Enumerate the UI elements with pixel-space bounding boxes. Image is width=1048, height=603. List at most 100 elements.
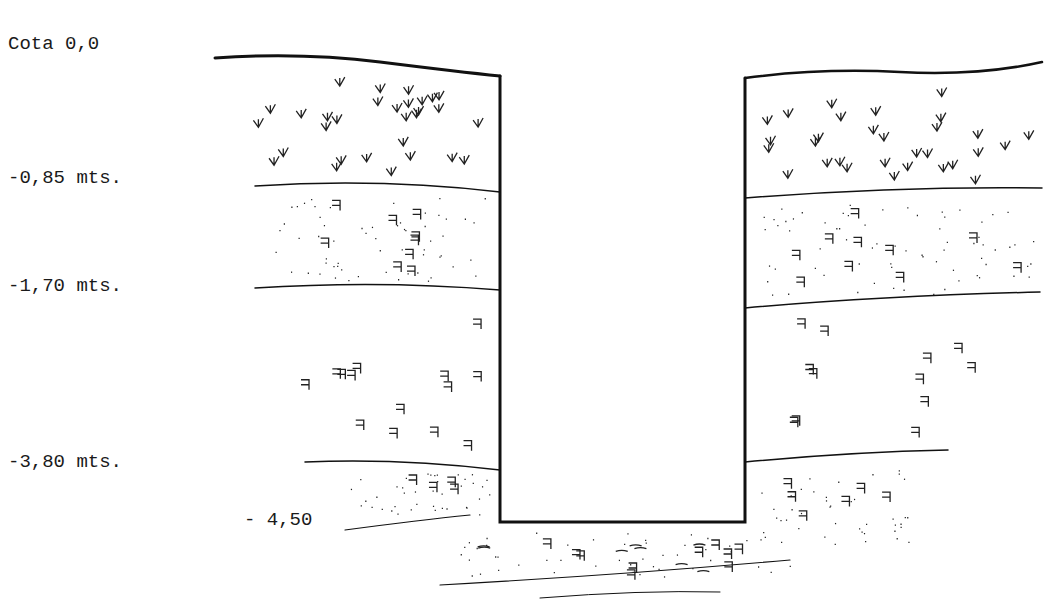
soil-mark bbox=[969, 233, 977, 243]
soil-mark bbox=[942, 212, 943, 213]
soil-mark bbox=[469, 560, 470, 561]
soil-mark bbox=[992, 214, 993, 215]
soil-mark bbox=[402, 249, 403, 250]
soil-mark bbox=[437, 481, 438, 482]
soil-mark bbox=[835, 523, 836, 524]
soil-mark bbox=[783, 169, 793, 178]
soil-mark bbox=[842, 163, 852, 172]
soil-mark bbox=[953, 270, 954, 271]
soil-mark bbox=[764, 143, 774, 152]
soil-mark bbox=[291, 207, 292, 208]
soil-mark bbox=[932, 122, 942, 131]
soil-mark bbox=[676, 564, 688, 565]
soil-mark bbox=[393, 262, 401, 272]
soil-mark bbox=[894, 531, 895, 532]
soil-mark bbox=[970, 175, 980, 184]
soil-mark bbox=[439, 198, 440, 199]
soil-mark bbox=[361, 228, 362, 229]
soil-mark bbox=[899, 473, 900, 474]
soil-mark bbox=[861, 531, 862, 532]
soil-mark bbox=[865, 541, 866, 542]
soil-mark bbox=[278, 147, 288, 156]
soil-mark bbox=[981, 258, 982, 259]
soil-mark bbox=[893, 288, 894, 289]
soil-mark bbox=[473, 319, 481, 329]
soil-mark bbox=[692, 568, 693, 569]
soil-mark bbox=[872, 474, 873, 475]
soil-mark bbox=[469, 542, 470, 543]
soil-mark bbox=[341, 269, 342, 270]
soil-mark bbox=[958, 280, 959, 281]
soil-mark bbox=[391, 510, 392, 511]
layer-boundary bbox=[305, 461, 500, 470]
soil-mark bbox=[406, 478, 407, 479]
ground-line bbox=[215, 56, 500, 76]
depth-label: -0,85 mts. bbox=[8, 168, 122, 189]
soil-mark bbox=[761, 492, 762, 493]
soil-mark bbox=[444, 382, 452, 392]
soil-mark bbox=[347, 370, 355, 380]
soil-mark bbox=[889, 171, 899, 180]
soil-mark bbox=[890, 263, 891, 264]
soil-mark bbox=[783, 108, 793, 117]
soil-mark bbox=[497, 557, 498, 558]
soil-mark bbox=[944, 217, 945, 218]
soil-mark bbox=[921, 255, 922, 256]
soil-mark bbox=[846, 239, 847, 240]
depth-label: Cota 0,0 bbox=[8, 34, 99, 55]
soil-mark bbox=[411, 109, 421, 118]
soil-mark bbox=[903, 162, 913, 171]
soil-mark bbox=[408, 273, 409, 274]
soil-mark bbox=[433, 490, 434, 491]
soil-mark bbox=[482, 486, 483, 487]
soil-mark bbox=[567, 544, 568, 545]
soil-mark bbox=[786, 519, 787, 520]
soil-mark bbox=[948, 160, 958, 169]
soil-mark bbox=[353, 363, 361, 373]
soil-mark bbox=[1027, 266, 1028, 267]
soil-mark bbox=[486, 480, 487, 481]
soil-mark bbox=[995, 249, 996, 250]
soil-mark bbox=[857, 292, 858, 293]
soil-mark bbox=[766, 136, 776, 145]
soil-mark bbox=[802, 212, 803, 213]
soil-mark bbox=[841, 496, 849, 506]
soil-mark bbox=[434, 475, 435, 476]
soil-mark bbox=[769, 265, 770, 266]
layer-boundary bbox=[745, 292, 1040, 308]
soil-mark bbox=[826, 497, 827, 498]
soil-mark bbox=[413, 209, 421, 219]
soil-mark bbox=[760, 539, 761, 540]
soil-mark bbox=[866, 524, 867, 525]
soil-mark bbox=[781, 542, 782, 543]
soil-mark bbox=[411, 509, 412, 510]
soil-mark bbox=[332, 369, 340, 379]
soil-mark bbox=[915, 374, 923, 384]
soil-mark bbox=[710, 560, 711, 561]
soil-mark bbox=[824, 536, 825, 537]
soil-mark bbox=[438, 215, 439, 216]
soil-mark bbox=[633, 572, 634, 573]
soil-mark bbox=[624, 544, 625, 545]
soil-mark bbox=[361, 505, 362, 506]
soil-mark bbox=[335, 77, 345, 86]
soil-mark bbox=[472, 575, 473, 576]
soil-mark bbox=[465, 219, 466, 220]
soil-mark bbox=[337, 266, 338, 267]
soil-mark bbox=[401, 112, 411, 121]
soil-mark bbox=[253, 118, 263, 127]
soil-mark bbox=[473, 118, 483, 127]
soil-mark bbox=[375, 83, 385, 92]
soil-texture bbox=[253, 77, 1034, 580]
soil-mark bbox=[735, 544, 743, 554]
soil-mark bbox=[899, 470, 900, 471]
soil-mark bbox=[830, 505, 831, 506]
soil-mark bbox=[397, 513, 398, 514]
soil-mark bbox=[447, 153, 457, 162]
soil-mark bbox=[662, 555, 663, 556]
soil-mark bbox=[783, 479, 791, 489]
soil-mark bbox=[848, 215, 849, 216]
soil-mark bbox=[453, 266, 454, 267]
soil-mark bbox=[885, 245, 893, 255]
soil-mark bbox=[763, 532, 764, 533]
